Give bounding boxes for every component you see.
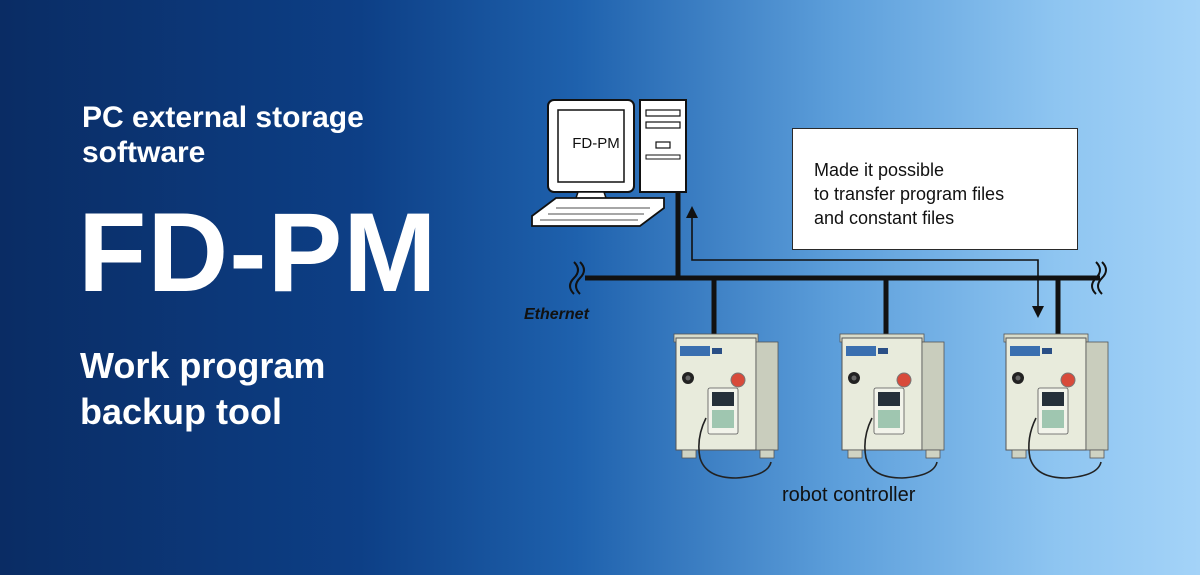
break-left-icon [569, 261, 579, 295]
break-right-icon [1091, 261, 1101, 295]
pc-tower-icon [639, 99, 687, 193]
subtitle: PC external storage software [82, 101, 364, 169]
note-box [792, 128, 1078, 250]
tagline: Work program backup tool [80, 345, 326, 432]
note-text: Made it possible to transfer program fil… [814, 160, 1005, 228]
pc-monitor-icon [547, 99, 635, 205]
robot-controller-2-icon [839, 333, 945, 479]
pc-screen-label: FD-PM [572, 135, 620, 152]
keyboard-icon [531, 197, 665, 227]
transfer-arrow [686, 206, 1044, 318]
robot-controller-1-icon [673, 333, 779, 479]
controllers-label: robot controller [782, 484, 916, 506]
robot-controller-3-icon [1003, 333, 1109, 479]
ethernet-label: Ethernet [524, 306, 589, 323]
product-name: FD-PM [78, 190, 438, 315]
